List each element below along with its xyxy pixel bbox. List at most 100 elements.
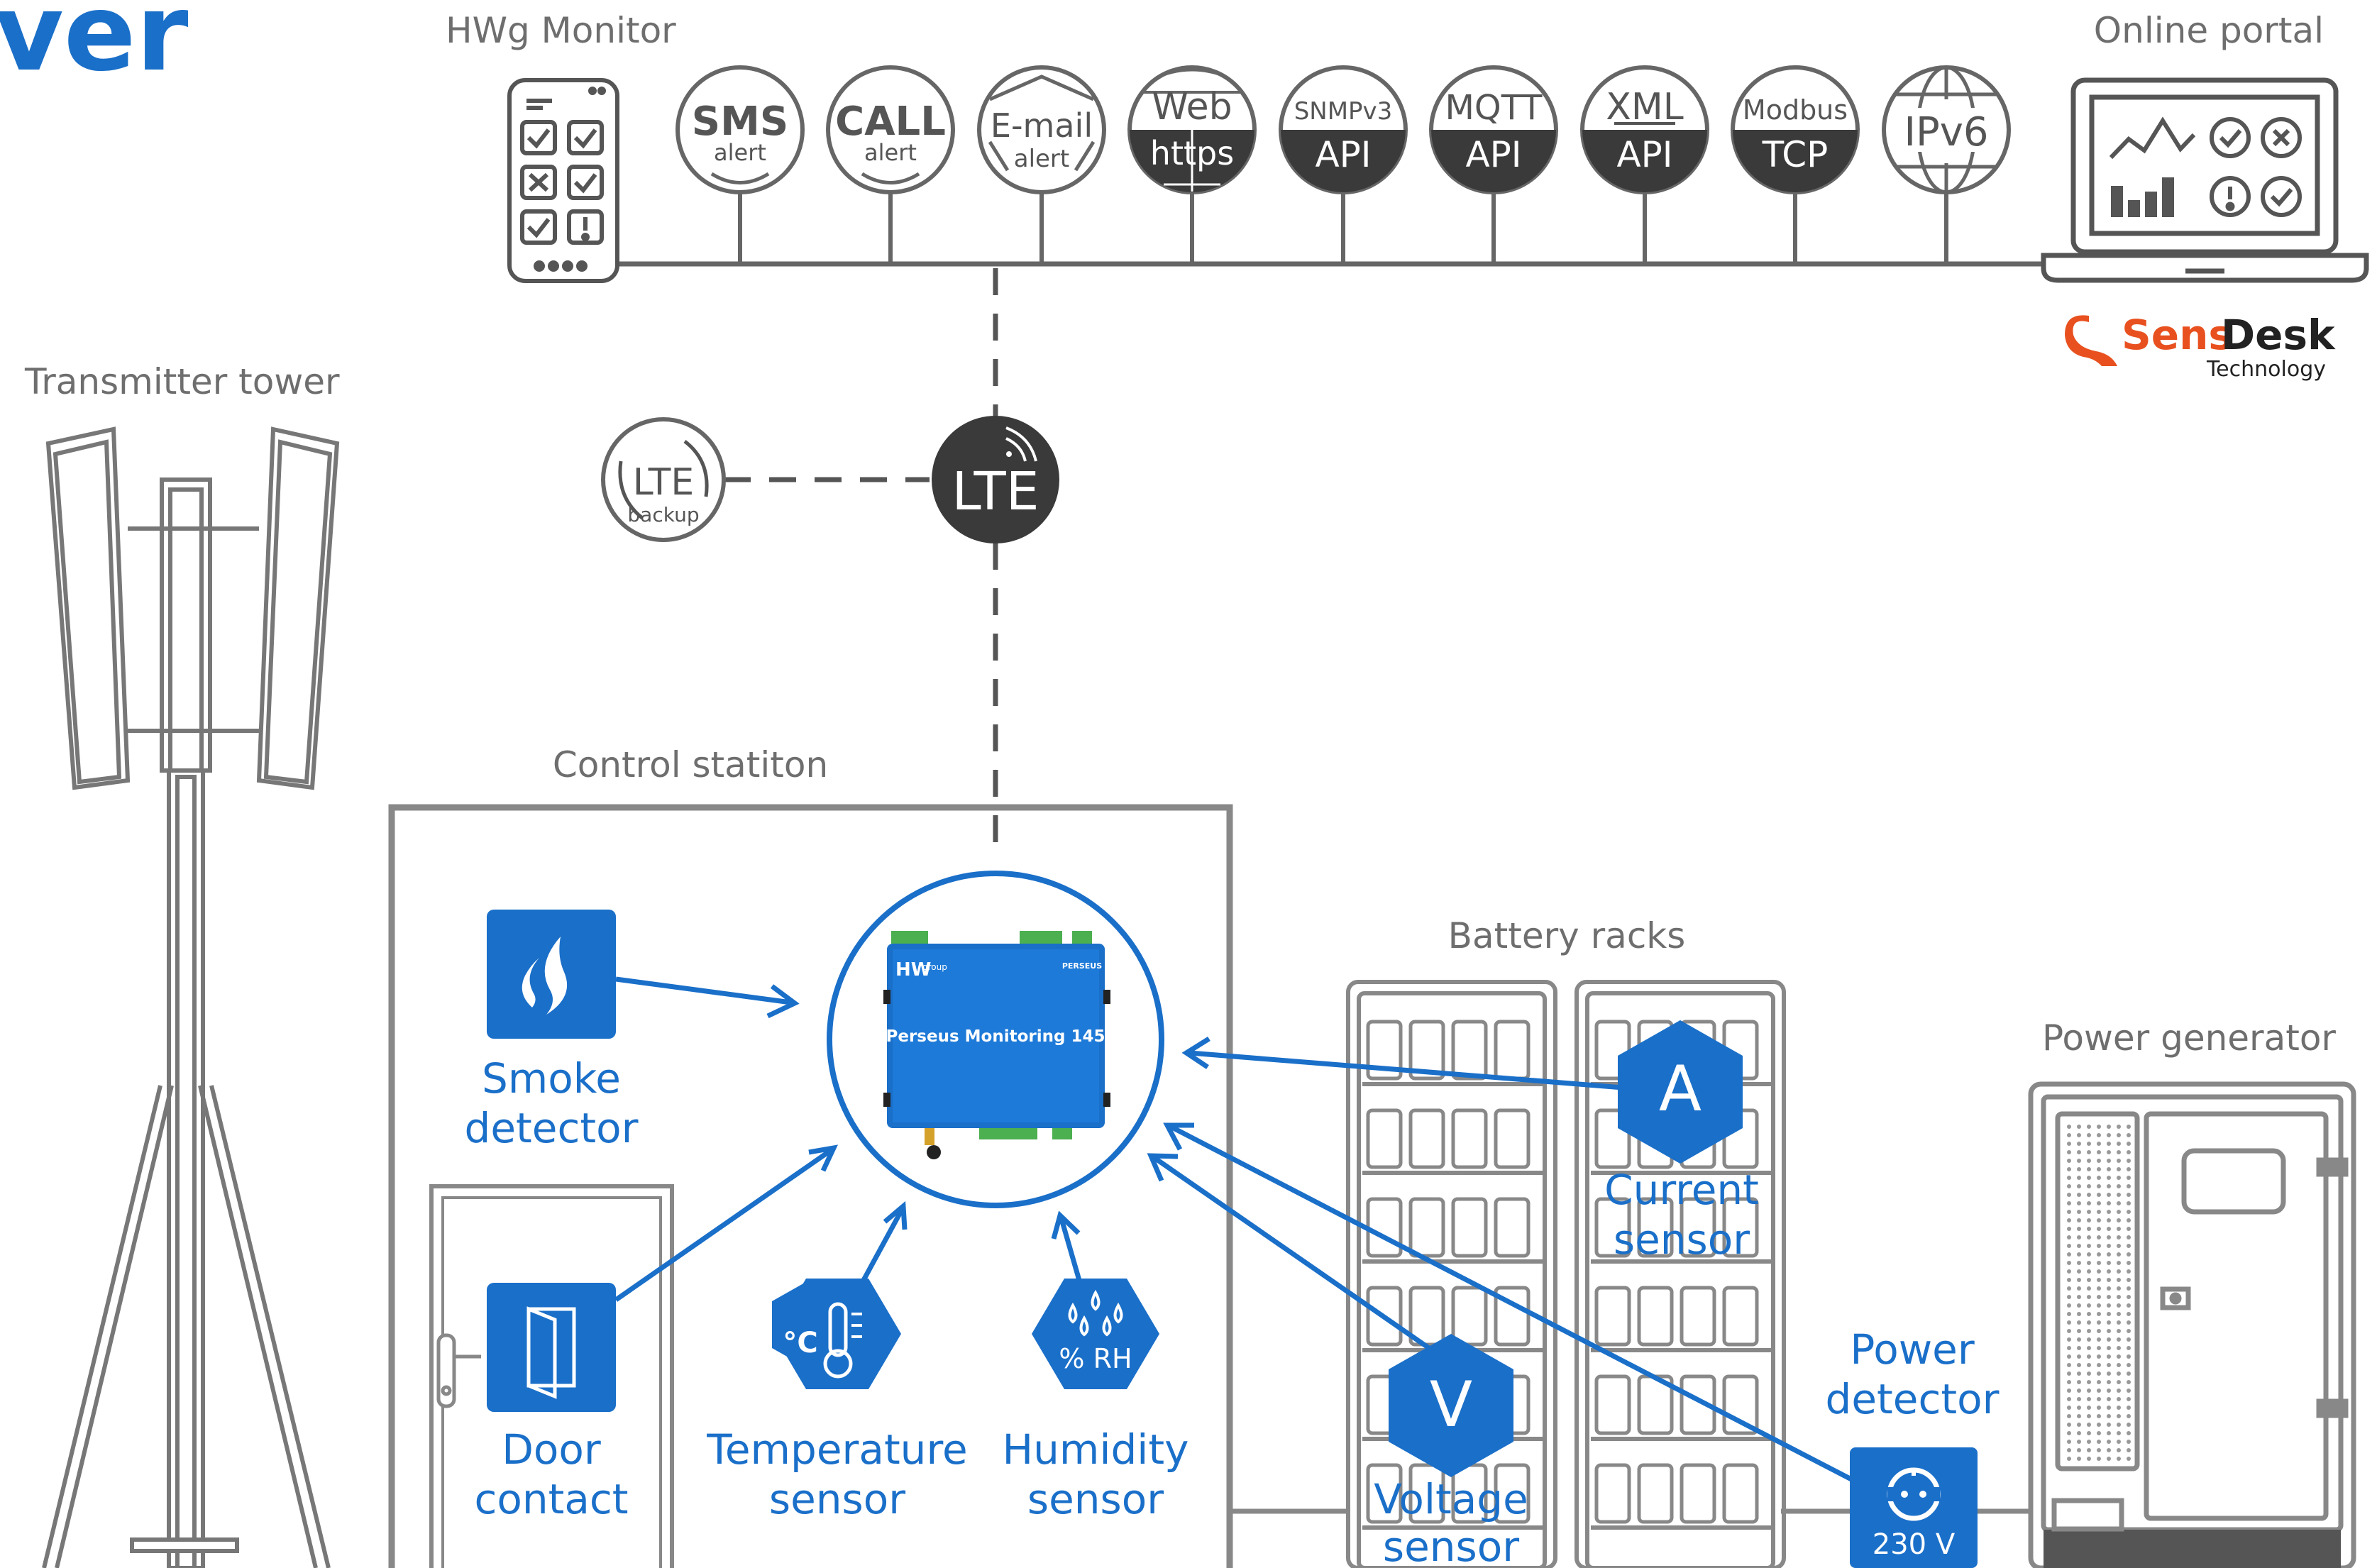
svg-text:Modbus: Modbus <box>1743 94 1848 126</box>
vent-hole <box>2087 1133 2091 1137</box>
vent-hole <box>2127 1431 2131 1435</box>
vent-hole <box>2117 1150 2121 1154</box>
vent-hole <box>2087 1125 2091 1129</box>
battery-cell <box>1494 1108 1531 1169</box>
battery-cell <box>1494 1020 1531 1081</box>
door-contact-label-1: Door <box>502 1425 601 1474</box>
vent-hole <box>2087 1354 2091 1359</box>
vent-hole <box>2117 1159 2121 1163</box>
vent-hole <box>2087 1320 2091 1325</box>
svg-text:API: API <box>1616 134 1672 175</box>
vent-hole <box>2117 1431 2121 1435</box>
vent-hole <box>2107 1295 2111 1299</box>
vent-hole <box>2127 1312 2131 1316</box>
vent-hole <box>2087 1261 2091 1265</box>
vent-hole <box>2127 1269 2131 1274</box>
vent-hole <box>2117 1346 2121 1350</box>
vent-hole <box>2127 1329 2131 1333</box>
vent-hole <box>2087 1286 2091 1291</box>
vent-hole <box>2127 1354 2131 1359</box>
mqtt-api-icon: MQTT API <box>1429 65 1558 194</box>
battery-cell <box>1408 1463 1445 1524</box>
vent-hole <box>2077 1295 2081 1299</box>
battery-cell <box>1680 1374 1716 1435</box>
vent-hole <box>2107 1406 2111 1410</box>
vent-hole <box>2067 1457 2071 1461</box>
vent-hole <box>2117 1167 2121 1171</box>
svg-text:% RH: % RH <box>1059 1343 1132 1374</box>
vent-hole <box>2107 1159 2111 1163</box>
vent-hole <box>2117 1295 2121 1299</box>
vent-hole <box>2077 1329 2081 1333</box>
vent-hole <box>2117 1397 2121 1401</box>
vent-hole <box>2127 1388 2131 1393</box>
vent-hole <box>2067 1397 2071 1401</box>
vent-hole <box>2077 1423 2081 1427</box>
vent-hole <box>2097 1244 2101 1248</box>
vent-hole <box>2097 1337 2101 1342</box>
vent-hole <box>2127 1295 2131 1299</box>
vent-hole <box>2067 1193 2071 1197</box>
vent-hole <box>2127 1457 2131 1461</box>
svg-text:Perseus Monitoring 145: Perseus Monitoring 145 <box>886 1027 1105 1046</box>
door-handle-icon <box>436 1333 481 1408</box>
vent-hole <box>2067 1142 2071 1146</box>
vent-hole <box>2067 1125 2071 1129</box>
vent-hole <box>2127 1440 2131 1444</box>
vent-hole <box>2097 1329 2101 1333</box>
battery-cell <box>1680 1197 1716 1258</box>
voltage-sensor-label-1: Voltage <box>1374 1475 1528 1523</box>
vent-hole <box>2077 1167 2081 1171</box>
vent-hole <box>2087 1244 2091 1248</box>
vent-hole <box>2087 1457 2091 1461</box>
call-alert-icon: CALL alert <box>826 65 955 194</box>
vent-hole <box>2097 1371 2101 1376</box>
vent-hole <box>2087 1440 2091 1444</box>
vent-hole <box>2117 1337 2121 1342</box>
vent-hole <box>2077 1261 2081 1265</box>
control-station-label: Control statiton <box>553 744 828 785</box>
vent-hole <box>2107 1193 2111 1197</box>
vent-hole <box>2107 1346 2111 1350</box>
vent-hole <box>2097 1235 2101 1240</box>
power-generator-icon <box>2028 1081 2356 1568</box>
power-detector-label-2: detector <box>1826 1375 2000 1423</box>
vent-hole <box>2107 1388 2111 1393</box>
vent-hole <box>2107 1457 2111 1461</box>
vent-hole <box>2077 1354 2081 1359</box>
vent-hole <box>2087 1176 2091 1180</box>
vent-hole <box>2067 1286 2071 1291</box>
vent-hole <box>2067 1354 2071 1359</box>
vent-hole <box>2117 1448 2121 1452</box>
vent-hole <box>2127 1320 2131 1325</box>
vent-hole <box>2067 1320 2071 1325</box>
vent-hole <box>2067 1414 2071 1418</box>
vent-hole <box>2127 1363 2131 1367</box>
vent-hole <box>2067 1380 2071 1384</box>
vent-hole <box>2117 1142 2121 1146</box>
vent-hole <box>2087 1431 2091 1435</box>
vent-hole <box>2097 1320 2101 1325</box>
vent-hole <box>2087 1337 2091 1342</box>
svg-text:°C: °C <box>783 1327 817 1359</box>
battery-cell <box>1408 1020 1445 1081</box>
vent-hole <box>2097 1380 2101 1384</box>
vent-hole <box>2067 1150 2071 1154</box>
vent-hole <box>2077 1320 2081 1325</box>
vent-hole <box>2117 1457 2121 1461</box>
web-https-icon: Web https <box>1127 65 1257 194</box>
battery-cell <box>1594 1374 1631 1435</box>
vent-hole <box>2067 1431 2071 1435</box>
vent-hole <box>2127 1261 2131 1265</box>
smoke-detector-label-1: Smoke <box>482 1054 621 1103</box>
smoke-detector-icon <box>487 910 616 1039</box>
battery-cell <box>1451 1020 1488 1081</box>
vent-hole <box>2107 1167 2111 1171</box>
vent-hole <box>2107 1125 2111 1129</box>
svg-text:HW: HW <box>895 959 931 981</box>
vent-hole <box>2127 1210 2131 1214</box>
vent-hole <box>2087 1380 2091 1384</box>
vent-hole <box>2127 1218 2131 1222</box>
vent-hole <box>2087 1346 2091 1350</box>
vent-hole <box>2067 1269 2071 1274</box>
